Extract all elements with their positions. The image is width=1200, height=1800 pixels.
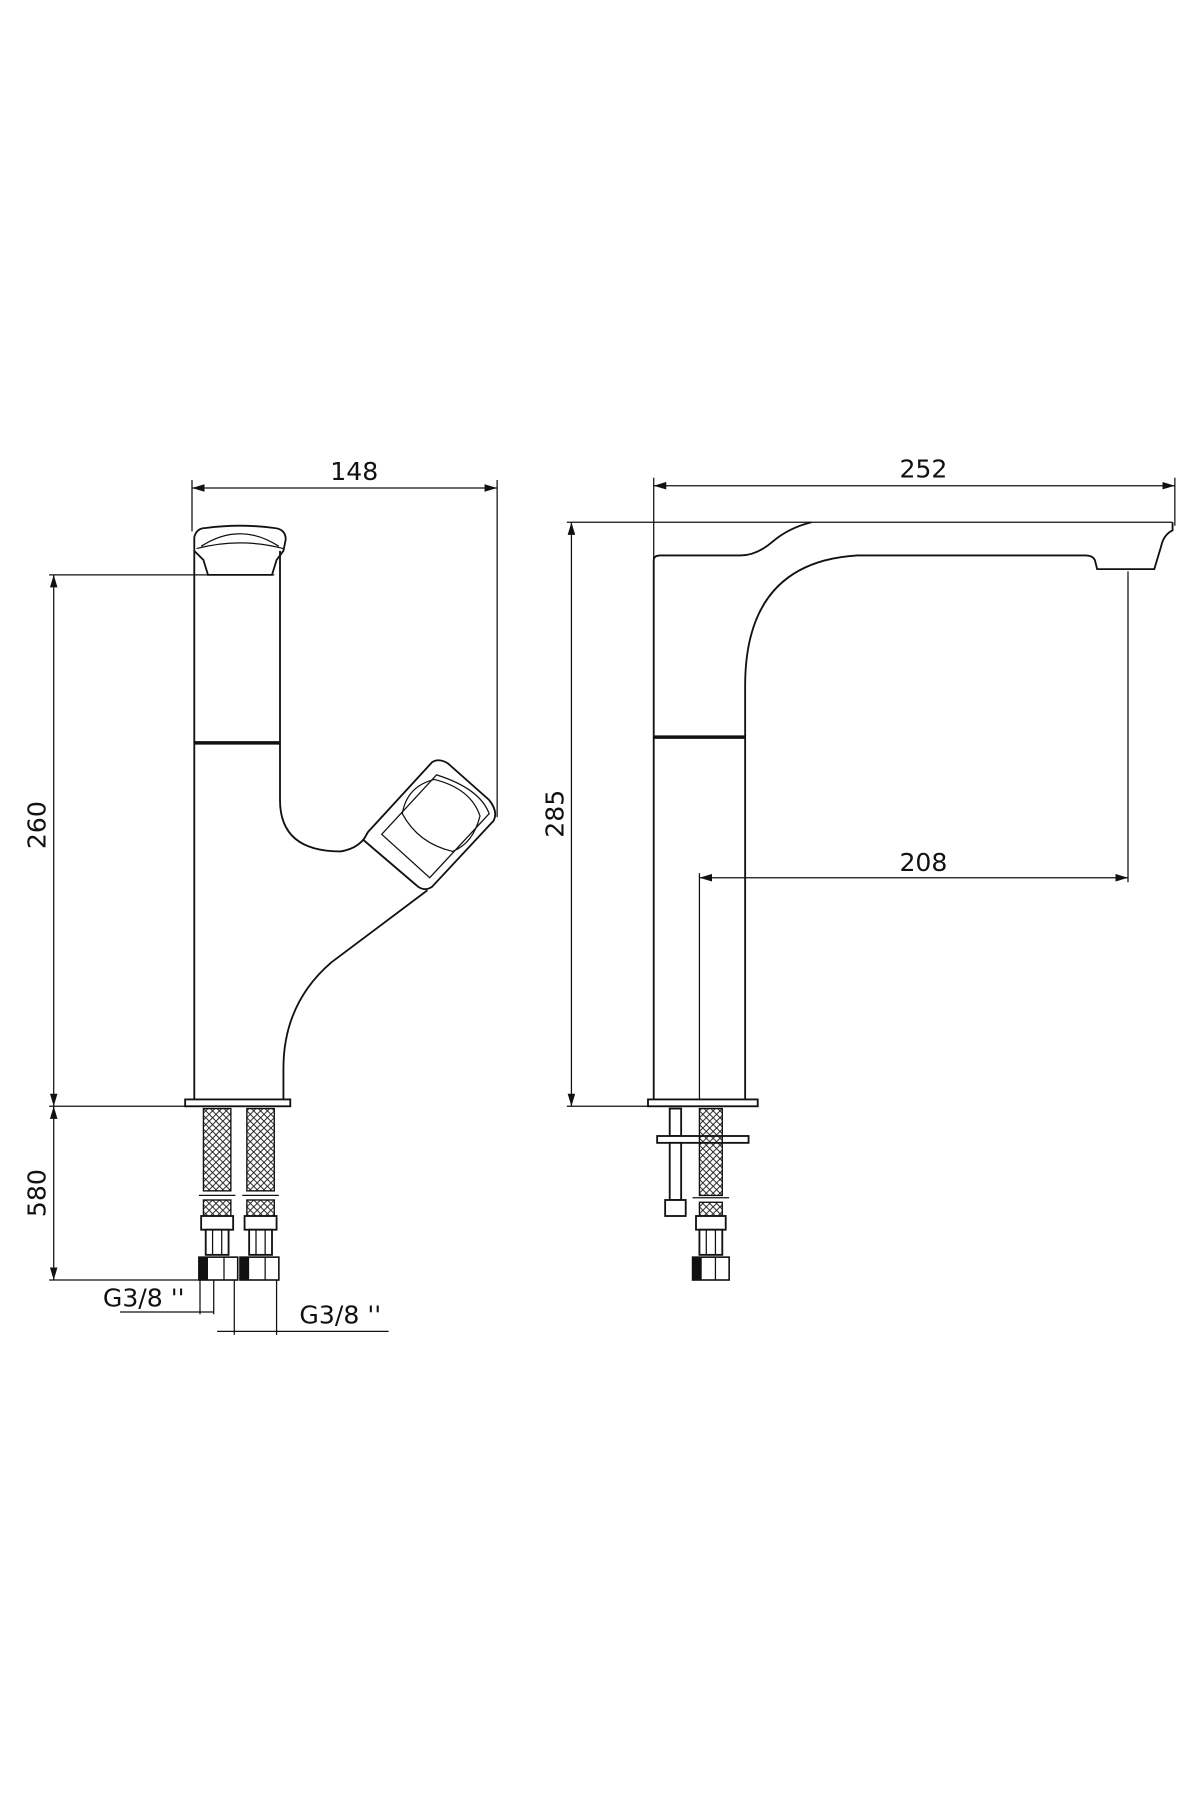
dimension-label-285: 285: [540, 790, 569, 838]
dimension-252: 252: [653, 455, 1176, 560]
side-mounting-hardware: [656, 1107, 750, 1281]
side-lever: [362, 759, 497, 891]
base-plate: [184, 1098, 292, 1108]
thread-dimension-left: G3/8 '': [103, 1280, 215, 1315]
dimension-label-208: 208: [899, 848, 947, 877]
dimension-label-580: 580: [23, 1169, 52, 1217]
dimension-148: 148: [191, 457, 498, 818]
dimension-580: 580: [23, 1105, 200, 1281]
dimension-285: 285: [540, 521, 1173, 1107]
front-view: 148 260 580: [23, 457, 498, 1335]
dimension-label-260: 260: [23, 801, 52, 849]
side-view: 252 285 208: [540, 455, 1176, 1281]
thread-label-right: G3/8 '': [299, 1300, 381, 1329]
dimension-label-252: 252: [899, 455, 947, 484]
thread-label-left: G3/8 '': [103, 1283, 185, 1312]
side-base-plate: [647, 1098, 759, 1108]
dimension-208: 208: [698, 571, 1129, 1103]
dimension-label-148: 148: [330, 457, 378, 486]
thread-dimension-right: G3/8 '': [217, 1280, 389, 1335]
supply-hoses: [198, 1107, 280, 1281]
spout-outline: [652, 521, 1174, 1103]
dimension-260: 260: [23, 574, 275, 1107]
